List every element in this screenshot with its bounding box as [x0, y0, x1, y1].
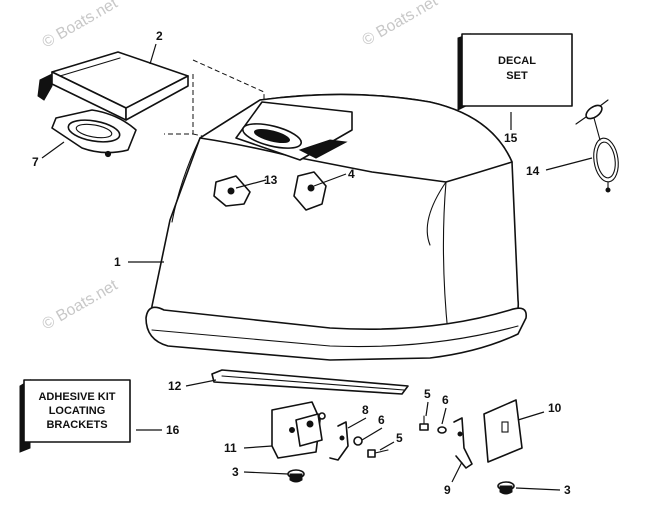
callout-3-left: 3 — [232, 465, 239, 479]
watermark-top-right: © Boats.net — [360, 0, 442, 49]
plate-10-part — [483, 399, 523, 463]
plug-right-part — [497, 481, 515, 495]
callout-5-right: 5 — [424, 387, 431, 401]
screw-center-part — [367, 449, 389, 458]
adhesive-kit-box: ADHESIVE KIT LOCATING BRACKETS — [19, 379, 131, 453]
bracket-right-part — [293, 171, 327, 211]
bracket-9-part — [453, 417, 473, 469]
callout-11: 11 — [224, 441, 237, 455]
plug-left-part — [287, 469, 305, 483]
engine-cowl-part — [145, 93, 527, 361]
callout-5-center: 5 — [396, 431, 403, 445]
callouts: 1 2 7 13 4 15 14 12 16 11 3 8 6 5 5 6 9 … — [32, 29, 571, 497]
washer-right-part — [437, 426, 447, 434]
callout-3-right: 3 — [564, 483, 571, 497]
bracket-11-part — [271, 401, 326, 459]
callout-6-right: 6 — [442, 393, 449, 407]
bracket-8-part — [329, 421, 349, 461]
screw-right-part — [419, 415, 429, 431]
decal-line1: DECAL — [498, 55, 536, 67]
adhesive-line2: LOCATING — [49, 405, 106, 417]
callout-8: 8 — [362, 403, 369, 417]
callout-7: 7 — [32, 155, 39, 169]
callout-16: 16 — [166, 423, 180, 437]
trim-strip-part — [211, 369, 409, 395]
washer-center-part — [353, 436, 363, 446]
adhesive-line3: BRACKETS — [46, 419, 107, 431]
access-cover-part — [37, 51, 189, 121]
callout-14: 14 — [526, 164, 540, 178]
grommet-seal-part — [51, 109, 137, 158]
callout-4: 4 — [348, 167, 355, 181]
callout-15: 15 — [504, 131, 518, 145]
decal-line2: SET — [506, 70, 528, 82]
sensor-wire-part — [575, 99, 619, 193]
callout-6-center: 6 — [378, 413, 385, 427]
callout-2: 2 — [156, 29, 163, 43]
watermark-top-left: © Boats.net — [40, 0, 122, 51]
decal-set-box: DECAL SET — [457, 33, 573, 111]
callout-10: 10 — [548, 401, 562, 415]
callout-12: 12 — [168, 379, 182, 393]
callout-13: 13 — [264, 173, 278, 187]
adhesive-line1: ADHESIVE KIT — [38, 391, 115, 403]
callout-9: 9 — [444, 483, 451, 497]
watermark-mid-left: © Boats.net — [40, 277, 122, 334]
bracket-left-part — [213, 175, 251, 207]
callout-1: 1 — [114, 255, 121, 269]
leader-lines — [41, 43, 593, 491]
